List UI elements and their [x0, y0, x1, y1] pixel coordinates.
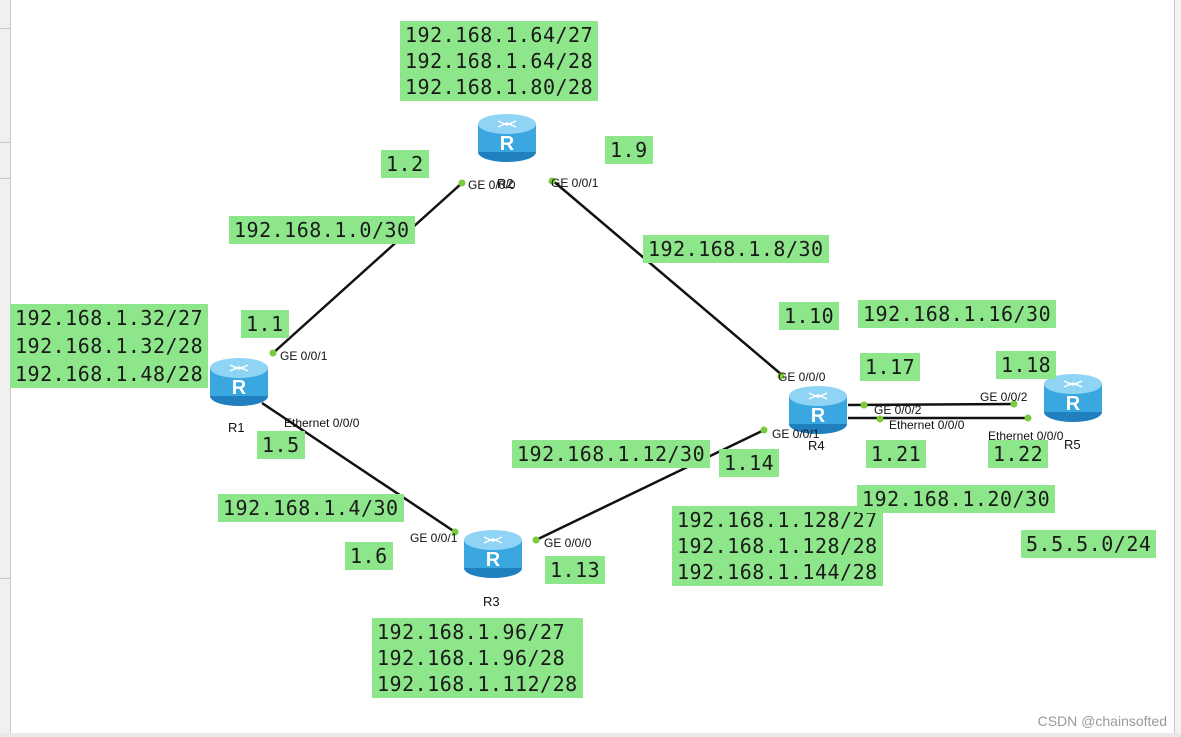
ip-label: 1.17 — [860, 353, 921, 381]
ip-label: 1.10 — [779, 302, 840, 330]
link-r4-r5-ge[interactable] — [847, 402, 1015, 407]
iface-r4-eth000: Ethernet 0/0/0 — [889, 418, 965, 432]
network-label: 192.168.1.64/28 — [405, 49, 594, 73]
ip-label: 1.13 — [545, 556, 606, 584]
iface-r4-ge002: GE 0/0/2 — [874, 403, 922, 417]
r5-loopback-label: 5.5.5.0/24 — [1021, 530, 1157, 558]
network-label: 192.168.1.96/28 — [377, 646, 566, 670]
ip-label: 1.9 — [605, 136, 653, 164]
panel-divider — [0, 578, 10, 579]
link-label-r3-r4: 192.168.1.12/30 — [512, 440, 711, 468]
network-label: 192.168.1.48/28 — [10, 360, 209, 388]
network-label: 192.168.1.112/28 — [377, 672, 578, 696]
ip-label: 1.6 — [345, 542, 393, 570]
router-name-r3: R3 — [483, 594, 500, 609]
iface-r2-ge001: GE 0/0/1 — [551, 176, 599, 190]
svg-text:R: R — [500, 133, 515, 155]
port-dot — [1024, 414, 1032, 422]
iface-r5-ge002: GE 0/0/2 — [980, 390, 1028, 404]
network-label: 192.168.1.80/28 — [405, 75, 594, 99]
port-dot — [548, 177, 556, 185]
network-label: 192.168.1.32/28 — [10, 332, 209, 360]
router-icon[interactable]: R — [1042, 372, 1104, 424]
svg-text:R: R — [1066, 393, 1081, 415]
link-r1-r2[interactable] — [271, 182, 463, 355]
link-r2-r4[interactable] — [551, 179, 783, 376]
ip-label: 1.2 — [381, 150, 429, 178]
router-icon[interactable]: R — [208, 356, 270, 408]
network-label: 192.168.1.128/28 — [677, 534, 878, 558]
ip-label: 1.22 — [988, 440, 1049, 468]
panel-divider — [0, 28, 10, 29]
port-dot — [458, 179, 466, 187]
iface-r4-ge001: GE 0/0/1 — [772, 427, 820, 441]
link-label-r1-r2: 192.168.1.0/30 — [229, 216, 415, 244]
router-icon[interactable]: R — [476, 112, 538, 164]
port-dot — [451, 528, 459, 536]
link-label-r1-r3: 192.168.1.4/30 — [218, 494, 404, 522]
iface-r1-ge001: GE 0/0/1 — [280, 349, 328, 363]
network-label: 192.168.1.64/27 — [405, 23, 594, 47]
router-name-r4: R4 — [808, 438, 825, 453]
iface-r3-ge000: GE 0/0/0 — [544, 536, 592, 550]
panel-divider — [0, 142, 10, 143]
network-label: 192.168.1.96/27 — [377, 620, 566, 644]
link-r3-r4[interactable] — [535, 428, 765, 542]
port-dot — [860, 401, 868, 409]
link-label-r2-r4: 192.168.1.8/30 — [643, 235, 829, 263]
iface-r3-ge001: GE 0/0/1 — [410, 531, 458, 545]
ip-label: 1.21 — [866, 440, 927, 468]
ip-label: 1.5 — [257, 431, 305, 459]
network-label: 192.168.1.144/28 — [677, 560, 878, 584]
watermark: CSDN @chainsofted — [1037, 713, 1167, 729]
port-dot — [1010, 400, 1018, 408]
iface-r1-eth000: Ethernet 0/0/0 — [284, 416, 360, 430]
network-label: 192.168.1.32/27 — [10, 304, 209, 332]
iface-r4-ge000: GE 0/0/0 — [778, 370, 826, 384]
link-label-r4-r5-b: 192.168.1.20/30 — [857, 485, 1056, 513]
router-icon[interactable]: R — [787, 384, 849, 436]
bottom-edge — [0, 733, 1181, 737]
ip-label: 1.14 — [719, 449, 780, 477]
port-dot — [777, 372, 785, 380]
router-name-r5: R5 — [1064, 437, 1081, 452]
iface-r5-eth000: Ethernet 0/0/0 — [988, 429, 1064, 443]
right-scrollbar[interactable] — [1174, 0, 1181, 737]
network-label: 192.168.1.128/27 — [677, 508, 878, 532]
router-name-r2: R2 — [497, 176, 514, 191]
svg-text:R: R — [232, 377, 247, 399]
port-dot — [532, 536, 540, 544]
svg-text:R: R — [486, 549, 501, 571]
iface-r2-ge000: GE 0/0/0 — [468, 178, 516, 192]
ip-label: 1.1 — [241, 310, 289, 338]
port-dot — [876, 415, 884, 423]
router-icon[interactable]: R — [462, 528, 524, 580]
panel-divider — [0, 178, 10, 179]
port-dot — [760, 426, 768, 434]
link-r1-r3[interactable] — [261, 401, 456, 534]
router-name-r1: R1 — [228, 420, 245, 435]
ip-label: 1.18 — [996, 351, 1057, 379]
port-dot — [269, 349, 277, 357]
link-label-r4-r5-a: 192.168.1.16/30 — [858, 300, 1057, 328]
svg-text:R: R — [811, 405, 826, 427]
